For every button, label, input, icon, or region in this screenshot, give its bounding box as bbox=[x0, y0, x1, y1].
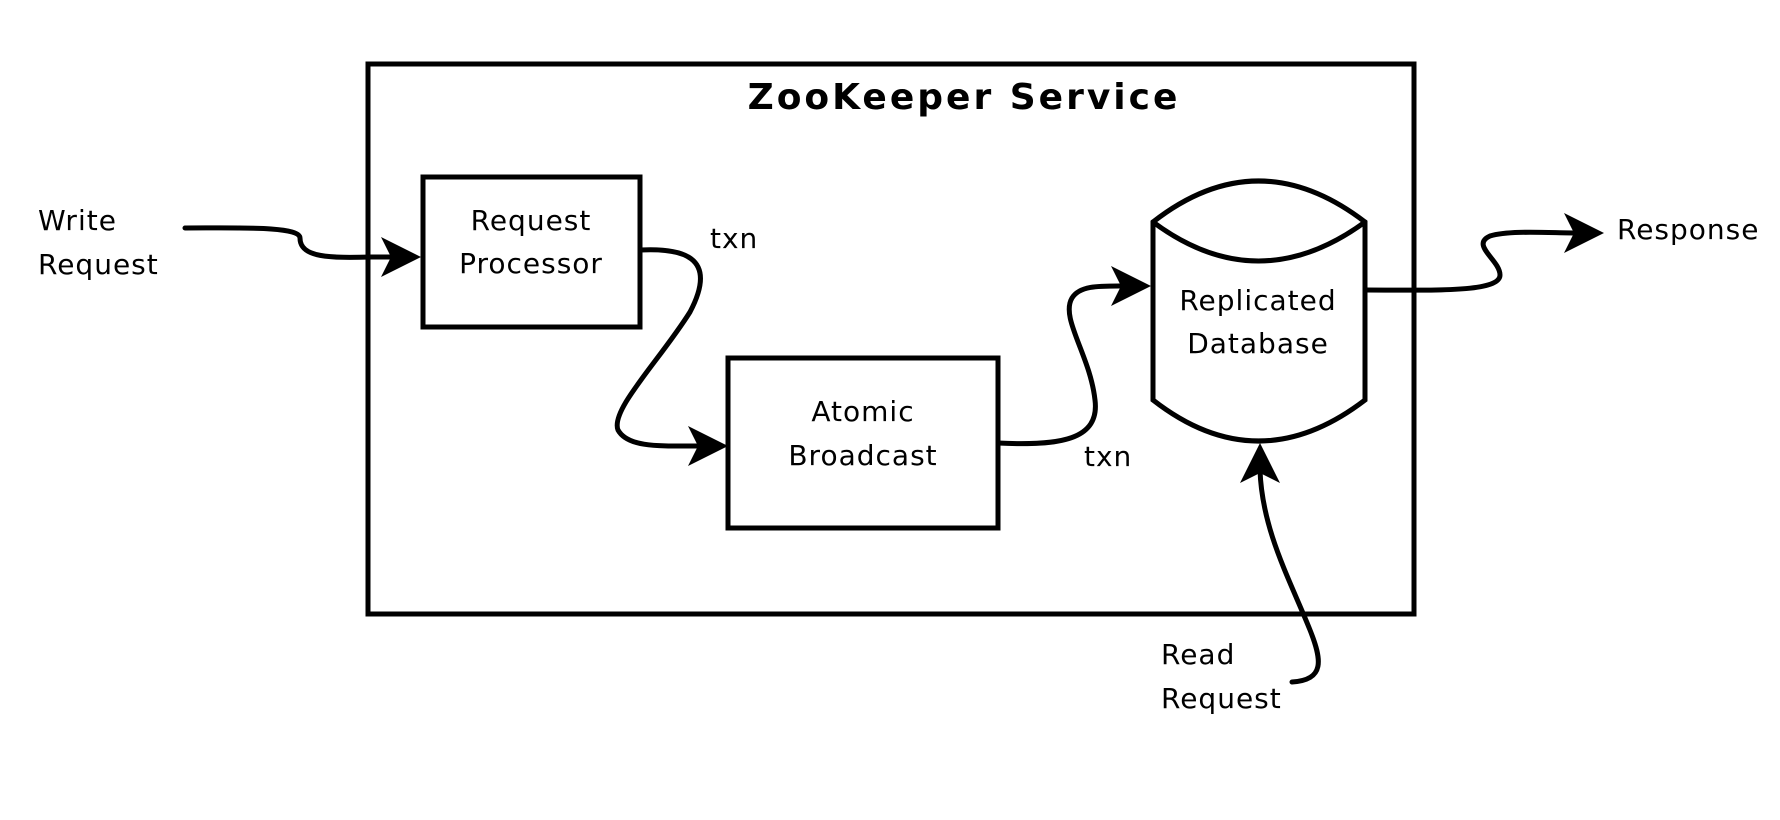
replicated-database-node: Replicated Database bbox=[1150, 178, 1368, 444]
read-request-label-line1: Read bbox=[1161, 638, 1235, 671]
txn-label-processor-to-broadcast: txn bbox=[710, 222, 758, 255]
database-top-rim bbox=[1150, 219, 1368, 264]
processor-to-broadcast-wire bbox=[614, 247, 705, 449]
broadcast-to-database-arrow bbox=[995, 266, 1151, 447]
processor-to-broadcast-arrowhead bbox=[688, 426, 728, 466]
write-request-label-line2: Request bbox=[38, 248, 159, 281]
request-processor-box bbox=[420, 174, 643, 330]
replicated-database-label-line2: Database bbox=[1187, 327, 1329, 360]
request-processor-label-line1: Request bbox=[471, 204, 592, 237]
read-request-wire bbox=[1257, 467, 1321, 685]
response-arrow bbox=[1362, 213, 1604, 293]
response-wire bbox=[1362, 229, 1581, 293]
read-request-arrowhead bbox=[1240, 443, 1280, 483]
atomic-broadcast-box bbox=[725, 355, 1001, 531]
broadcast-to-database-arrowhead bbox=[1111, 266, 1151, 306]
write-request-arrow bbox=[182, 225, 421, 277]
response-arrowhead bbox=[1564, 213, 1604, 253]
service-title: ZooKeeper Service bbox=[748, 77, 1181, 118]
request-processor-label-line2: Processor bbox=[459, 247, 603, 280]
write-request-arrowhead bbox=[381, 237, 421, 277]
txn-label-broadcast-to-database: txn bbox=[1084, 440, 1132, 473]
request-processor-node: Request Processor bbox=[420, 174, 643, 330]
replicated-database-label-line1: Replicated bbox=[1179, 284, 1336, 317]
read-request-label-line2: Request bbox=[1161, 682, 1282, 715]
atomic-broadcast-label-line2: Broadcast bbox=[788, 439, 937, 472]
processor-to-broadcast-arrow bbox=[614, 247, 728, 466]
atomic-broadcast-label-line1: Atomic bbox=[811, 395, 914, 428]
atomic-broadcast-node: Atomic Broadcast bbox=[725, 355, 1001, 531]
response-label: Response bbox=[1617, 213, 1759, 246]
broadcast-to-database-wire bbox=[995, 283, 1129, 447]
write-request-wire bbox=[182, 225, 399, 260]
write-request-label-line1: Write bbox=[38, 204, 117, 237]
database-shape bbox=[1150, 178, 1368, 444]
read-request-arrow bbox=[1240, 443, 1321, 685]
